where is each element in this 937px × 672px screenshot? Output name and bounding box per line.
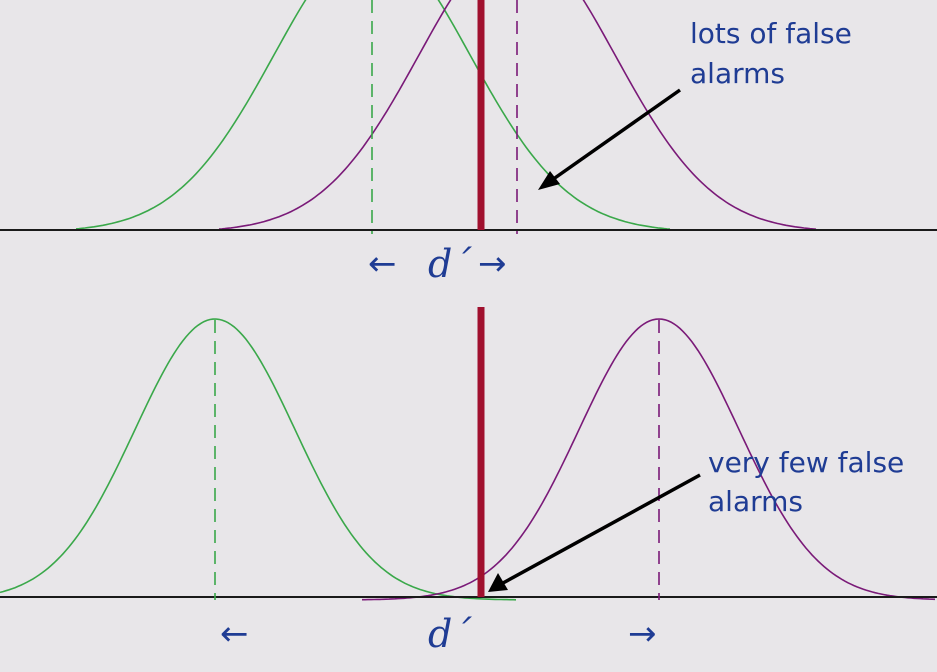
bottom-signal-curve (362, 318, 936, 601)
bottom-pointer-arrow-shaft (502, 473, 701, 585)
bottom-pointer-arrowhead (488, 573, 508, 592)
bottom-dprime-label: d´ (428, 612, 472, 656)
top-dprime-label: d´ (428, 242, 472, 286)
top-panel (0, 0, 937, 234)
top-annotation-line2: alarms (690, 57, 785, 90)
bottom-dprime-left-arrow: ← (220, 614, 249, 654)
bottom-panel (0, 307, 937, 601)
bottom-noise-curve (0, 318, 517, 601)
top-noise-curve (75, 0, 671, 230)
top-pointer-arrow-shaft (550, 88, 682, 182)
bottom-annotation-line1: very few false (708, 446, 905, 479)
top-signal-curve (218, 0, 817, 230)
bottom-annotation-line2: alarms (708, 485, 803, 518)
top-dprime-left-arrow: ← (368, 244, 397, 284)
bottom-dprime-right-arrow: → (628, 614, 657, 654)
top-dprime-right-arrow: → (478, 244, 507, 284)
top-pointer-arrowhead (538, 171, 560, 190)
top-annotation-line1: lots of false (690, 17, 852, 50)
